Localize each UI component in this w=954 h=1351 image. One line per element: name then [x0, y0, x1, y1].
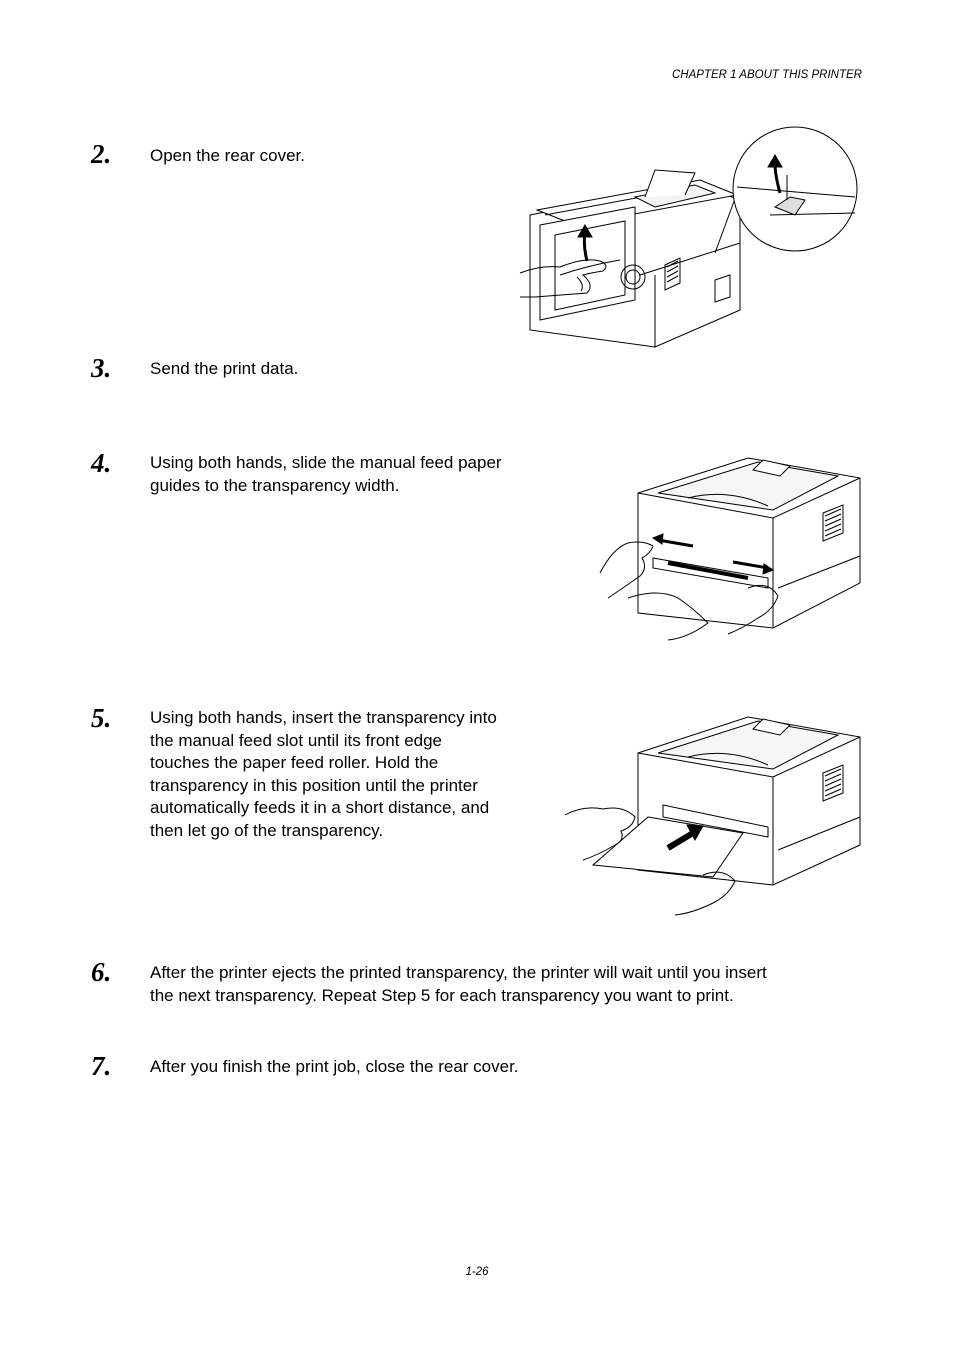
slide-paper-guides-illustration — [598, 448, 860, 644]
hand-right — [728, 585, 778, 634]
step-text: After you finish the print job, close th… — [150, 1056, 519, 1079]
step-text-line: transparency in this position until the … — [150, 775, 478, 795]
manual-feed-slot — [663, 805, 768, 837]
hand-left — [520, 260, 606, 297]
step-text-line: Send the print data. — [150, 359, 299, 378]
step-number: 4. — [91, 448, 112, 478]
step-text-line: After you finish the print job, close th… — [150, 1057, 519, 1076]
hand-right — [675, 872, 735, 915]
up-arrow-icon — [578, 225, 592, 261]
vent-grille — [823, 765, 843, 801]
insert-arrow-icon — [668, 825, 703, 848]
step-text: Send the print data. — [150, 358, 298, 381]
step-text-line: then let go of the transparency. — [150, 820, 384, 840]
step-number: 3. — [91, 353, 112, 383]
chapter-header: CHAPTER 1 ABOUT THIS PRINTER — [672, 69, 862, 81]
step-number: 2. — [91, 139, 112, 169]
step-number: 5. — [91, 703, 112, 733]
step-text-line: the next transparency. Repeat Step 5 for… — [150, 985, 734, 1005]
step-number: 7. — [91, 1051, 112, 1081]
insert-transparency-illustration — [563, 705, 860, 915]
detail-callout-circle — [733, 127, 857, 251]
rear-cover-opening — [540, 207, 645, 320]
step-text-line: Using both hands, insert the transparenc… — [150, 708, 497, 727]
hand-left — [565, 808, 635, 860]
step-text-line: Open the rear cover. — [150, 146, 305, 165]
step-text-line: the manual feed slot until its front edg… — [150, 730, 443, 750]
step-text: Open the rear cover. — [150, 145, 305, 168]
hand-left — [600, 542, 708, 640]
printer-front-body — [638, 458, 860, 628]
step-text: After the printer ejects the printed tra… — [150, 962, 767, 1007]
step-text-line: After the printer ejects the printed tra… — [150, 963, 767, 982]
step-text-line: automatically feeds it in a short distan… — [150, 798, 490, 817]
step-text-line: touches the paper feed roller. Hold the — [150, 753, 439, 772]
guide-arrows-icon — [653, 534, 773, 574]
vent-grille — [665, 258, 680, 290]
step-text: Using both hands, slide the manual feed … — [150, 452, 502, 497]
page-number: 1-26 — [465, 1266, 489, 1278]
vent-grille — [823, 505, 843, 541]
detail-up-arrow-icon — [768, 155, 782, 193]
step-text: Using both hands, insert the transparenc… — [150, 707, 497, 842]
step-text-line: guides to the transparency width. — [150, 475, 400, 495]
manual-feed-slot — [653, 558, 768, 588]
step-text-line: Using both hands, slide the manual feed … — [150, 453, 502, 472]
step-number: 6. — [91, 957, 112, 987]
open-rear-cover-illustration — [515, 125, 863, 353]
